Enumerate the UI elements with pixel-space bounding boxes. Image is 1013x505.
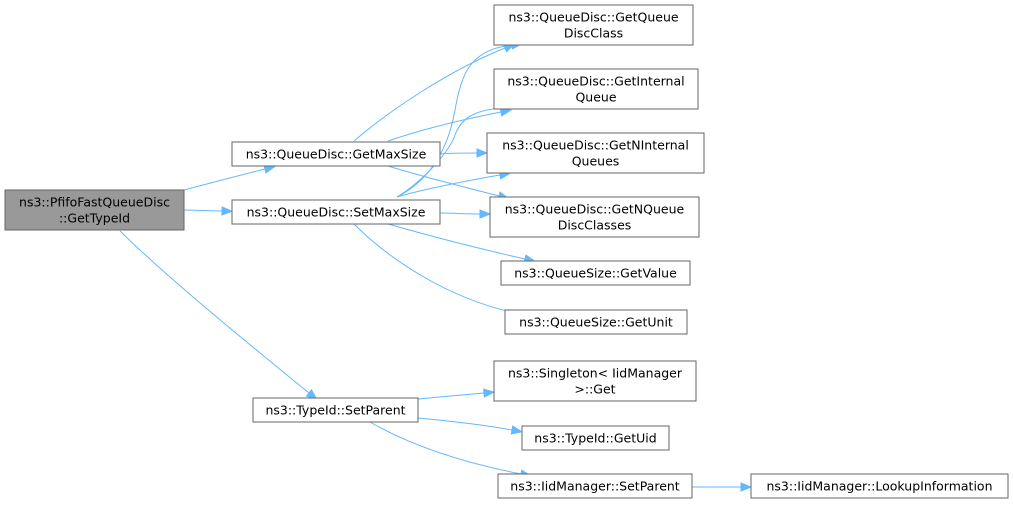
node-box — [504, 309, 688, 335]
node-label: ns3::QueueDisc::GetQueue — [508, 10, 678, 25]
node-box — [231, 199, 441, 225]
node-root[interactable]: ns3::PfifoFastQueueDisc::GetTypeId — [4, 189, 185, 231]
node-box — [489, 196, 700, 238]
node-label: ns3::TypeId::SetParent — [265, 403, 405, 418]
arrowhead-icon — [476, 148, 489, 158]
node-box — [231, 141, 441, 167]
node-getvalue[interactable]: ns3::QueueSize::GetValue — [500, 260, 691, 286]
node-iid_setparent[interactable]: ns3::IidManager::SetParent — [497, 473, 693, 499]
node-label: ns3::TypeId::GetUid — [534, 431, 656, 446]
edge-line — [417, 417, 513, 431]
edge-line — [183, 168, 266, 191]
edge-line — [396, 107, 502, 198]
node-label: ns3::QueueDisc::GetNQueue — [505, 202, 685, 217]
node-box — [486, 132, 705, 174]
edge-line — [396, 44, 513, 198]
node-label: ns3::QueueSize::GetValue — [514, 266, 677, 281]
edge-getmax-to-getninternal — [439, 148, 489, 158]
edge-setmax-to-getninternal — [396, 170, 512, 198]
edge-line — [353, 47, 506, 142]
node-label: ::GetTypeId — [59, 211, 130, 226]
node-label: ns3::IidManager::LookupInformation — [766, 479, 992, 494]
node-label: ns3::PfifoFastQueueDisc — [19, 195, 170, 210]
edge-root-to-setmax — [183, 206, 234, 216]
node-label: DiscClass — [564, 26, 623, 41]
node-box — [493, 68, 699, 110]
edge-root-to-typeid_setparent — [119, 230, 318, 401]
node-label: ns3::QueueDisc::GetNInternal — [502, 138, 689, 153]
edge-line — [417, 392, 485, 400]
edge-line — [387, 223, 526, 260]
edge-line — [369, 421, 522, 475]
arrowhead-icon — [510, 425, 524, 435]
edge-getmax-to-getqueueclass — [353, 43, 516, 142]
arrowhead-icon — [221, 206, 234, 216]
node-getuid[interactable]: ns3::TypeId::GetUid — [521, 425, 670, 451]
arrowhead-icon — [479, 209, 492, 219]
edge-line — [439, 212, 481, 215]
edge-setmax-to-getnqueue — [439, 209, 492, 219]
edge-line — [387, 111, 502, 142]
node-singleton[interactable]: ns3::Singleton< IidManager>::Get — [493, 360, 697, 402]
edge-line — [183, 209, 223, 212]
node-lookup[interactable]: ns3::IidManager::LookupInformation — [750, 473, 1009, 499]
edge-typeid_setparent-to-iid_setparent — [369, 421, 533, 479]
edge-line — [119, 230, 310, 394]
node-label: DiscClasses — [558, 218, 632, 233]
node-getmax[interactable]: ns3::QueueDisc::GetMaxSize — [231, 141, 441, 167]
node-label: ns3::QueueDisc::SetMaxSize — [247, 205, 426, 220]
node-label: ns3::QueueDisc::GetInternal — [507, 74, 684, 89]
node-box — [521, 425, 670, 451]
edge-typeid_setparent-to-singleton — [417, 388, 496, 400]
node-box — [750, 473, 1009, 499]
edge-line — [396, 174, 501, 198]
edge-typeid_setparent-to-getuid — [417, 417, 524, 435]
node-box — [4, 189, 185, 231]
arrowhead-icon — [740, 482, 753, 492]
node-label: ns3::Singleton< IidManager — [508, 366, 683, 381]
node-label: ns3::QueueSize::GetUnit — [519, 315, 673, 330]
edge-root-to-getmax — [183, 164, 277, 191]
node-setmax[interactable]: ns3::QueueDisc::SetMaxSize — [231, 199, 441, 225]
node-label: >::Get — [574, 382, 615, 397]
node-label: ns3::QueueDisc::GetMaxSize — [246, 147, 427, 162]
node-label: ns3::IidManager::SetParent — [510, 479, 680, 494]
node-box — [500, 260, 691, 286]
edge-iid_setparent-to-lookup — [692, 482, 753, 492]
edge-line — [439, 152, 478, 155]
node-getunit[interactable]: ns3::QueueSize::GetUnit — [504, 309, 688, 335]
node-box — [497, 473, 693, 499]
node-label: Queues — [572, 154, 620, 169]
node-label: Queue — [575, 90, 616, 105]
nodes-layer: ns3::PfifoFastQueueDisc::GetTypeIdns3::Q… — [4, 4, 1009, 499]
edge-line — [387, 165, 500, 197]
node-box — [493, 360, 697, 402]
node-box — [252, 397, 419, 423]
node-typeid_setparent[interactable]: ns3::TypeId::SetParent — [252, 397, 419, 423]
arrowhead-icon — [483, 388, 496, 398]
node-box — [493, 4, 694, 46]
edge-line — [353, 223, 521, 315]
